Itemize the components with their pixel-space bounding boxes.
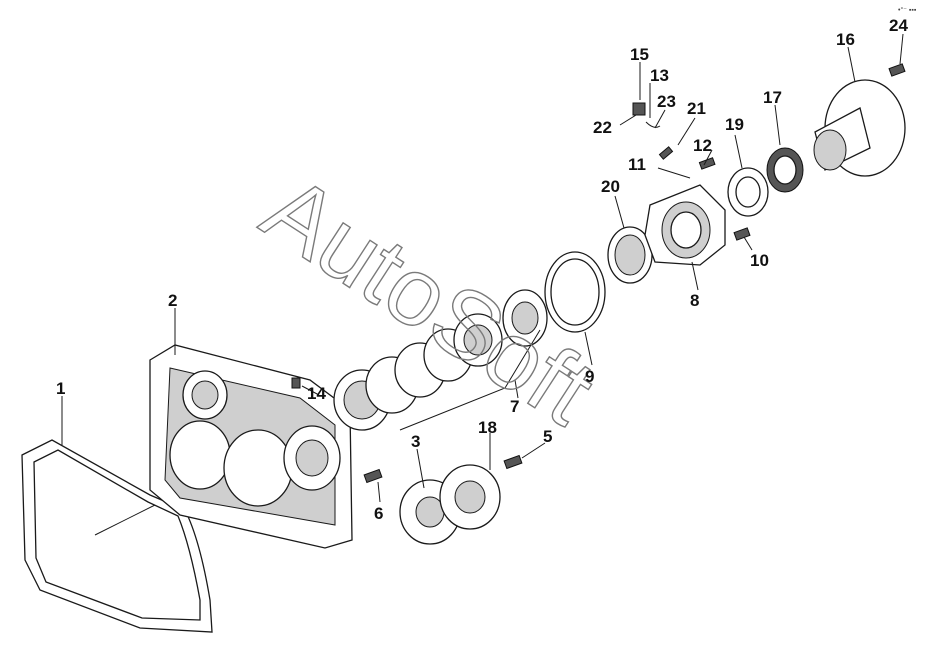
label-3: 3	[411, 432, 420, 451]
label-15: 15	[630, 45, 649, 64]
bolts	[363, 63, 906, 484]
part-7-sleeve-group	[399, 289, 548, 431]
label-21: 21	[687, 99, 706, 118]
label-16: 16	[836, 30, 855, 49]
part-20-seal	[607, 226, 653, 284]
part-17-nut	[766, 147, 804, 193]
label-23: 23	[657, 92, 676, 111]
label-22: 22	[593, 118, 612, 137]
part-18-flange-yoke	[439, 464, 501, 530]
label-6: 6	[374, 504, 383, 523]
label-24: 24	[889, 16, 908, 35]
corner-mark: •°⁻ ▪▪▪	[898, 6, 917, 14]
part-14-bearing	[333, 342, 446, 431]
label-2: 2	[168, 291, 177, 310]
label-12: 12	[693, 136, 712, 155]
label-19: 19	[725, 115, 744, 134]
part-19-washer	[727, 167, 769, 217]
label-8: 8	[690, 291, 699, 310]
label-5: 5	[543, 427, 552, 446]
label-10: 10	[750, 251, 769, 270]
part-2-housing	[149, 344, 353, 549]
label-9: 9	[585, 367, 594, 386]
part-8-cover	[644, 184, 726, 266]
leader-lines	[61, 33, 904, 503]
label-7: 7	[510, 397, 519, 416]
part-9-ring	[544, 251, 606, 333]
label-17: 17	[763, 88, 782, 107]
label-11: 11	[628, 155, 646, 174]
part-16-flange	[813, 79, 906, 177]
label-18: 18	[478, 418, 497, 437]
part-number-labels: 1 2 3 5 6 7 8 9 10 11 12 13 14 15 16 17 …	[56, 16, 908, 523]
part-1-gasket	[21, 439, 213, 633]
label-1: 1	[56, 379, 65, 398]
label-14: 14	[307, 384, 326, 403]
label-13: 13	[650, 66, 669, 85]
label-20: 20	[601, 177, 620, 196]
